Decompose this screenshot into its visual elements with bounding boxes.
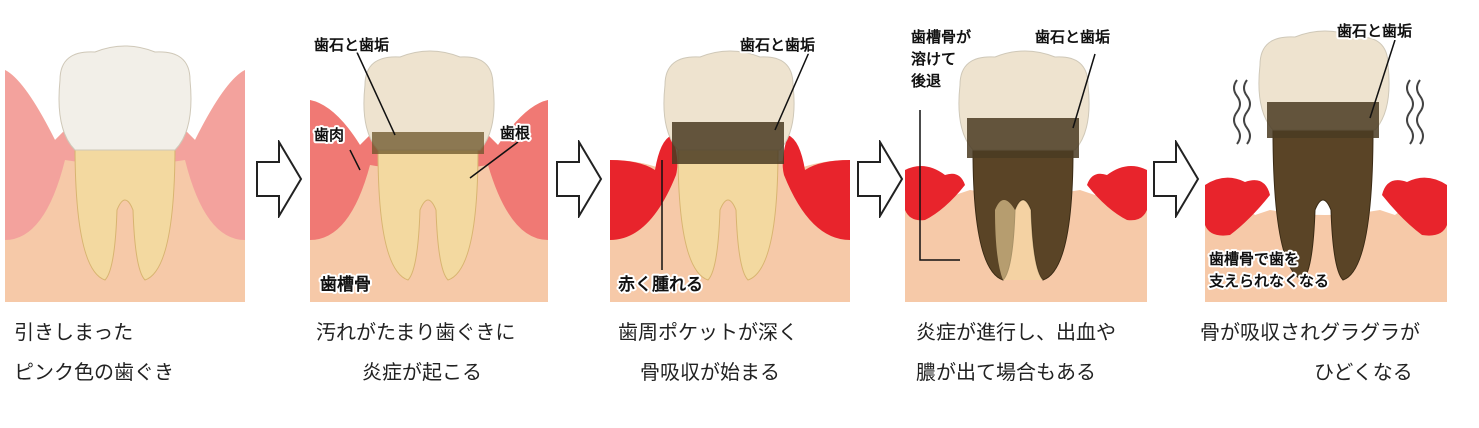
stage-2-caption-line-2: 炎症が起こる	[362, 360, 482, 384]
stage-3-caption: 歯周ポケットが深く 骨吸収が始まる	[618, 312, 798, 392]
stage-5-caption-line-2: ひどくなる	[1314, 360, 1413, 384]
stage-2-caption: 汚れがたまり歯ぐきに 炎症が起こる	[316, 312, 515, 392]
stage-3-caption-line-1: 歯周ポケットが深く	[618, 320, 798, 344]
stage-4-label-bone-line-3: 後退	[910, 72, 941, 90]
stage-5-label-support-line-2: 支えられなくなる	[1208, 272, 1329, 290]
stage-5-label-support-line-1: 歯槽骨で歯を	[1209, 250, 1299, 268]
stage-3-label-calculus: 歯石と歯垢	[740, 36, 815, 54]
stage-2-caption-line-1: 汚れがたまり歯ぐきに	[316, 320, 516, 344]
stage-5-caption-line-1: 骨が吸収されグラグラが	[1200, 320, 1420, 344]
stage-1-caption-line-1: 引きしまった	[14, 320, 134, 344]
stage-4-label-bone-line-1: 歯槽骨が	[911, 28, 972, 46]
stage-3-illustration: 歯石と歯垢 赤く腫れる	[610, 10, 850, 302]
stage-4-caption-line-1: 炎症が進行し、出血や	[916, 320, 1116, 344]
stage-2-label-calculus: 歯石と歯垢	[314, 36, 389, 54]
arrow-right-icon	[856, 138, 904, 222]
arrow-right-icon	[1152, 138, 1200, 222]
stage-3-caption-line-2: 骨吸収が始まる	[640, 360, 780, 384]
stage-5-illustration: 歯石と歯垢 歯槽骨で歯を 支えられなくなる	[1205, 10, 1447, 302]
stage-1-illustration	[5, 10, 245, 302]
stage-2-label-gum: 歯肉	[314, 126, 344, 144]
stage-2-illustration: 歯石と歯垢 歯肉 歯根 歯槽骨	[310, 10, 548, 302]
stage-4-label-calculus: 歯石と歯垢	[1035, 28, 1110, 46]
stage-1-caption-line-2: ピンク色の歯ぐき	[14, 360, 174, 384]
stage-1-caption: 引きしまった ピンク色の歯ぐき	[14, 312, 174, 392]
stage-5-label-calculus: 歯石と歯垢	[1337, 22, 1412, 40]
stage-4-illustration: 歯石と歯垢 歯槽骨が 溶けて 後退	[905, 10, 1147, 302]
arrow-right-icon	[555, 138, 603, 222]
stage-2-label-root: 歯根	[500, 124, 530, 142]
arrow-right-icon	[255, 138, 303, 222]
stage-2-label-bone: 歯槽骨	[320, 274, 371, 295]
stage-3-label-swell: 赤く腫れる	[618, 274, 703, 295]
stage-4-caption: 炎症が進行し、出血や 膿が出て場合もある	[916, 312, 1116, 392]
stage-4-caption-line-2: 膿が出て場合もある	[916, 360, 1096, 384]
stage-4-label-bone-line-2: 溶けて	[911, 50, 956, 68]
stage-5-caption: 骨が吸収されグラグラが ひどくなる	[1200, 312, 1420, 392]
